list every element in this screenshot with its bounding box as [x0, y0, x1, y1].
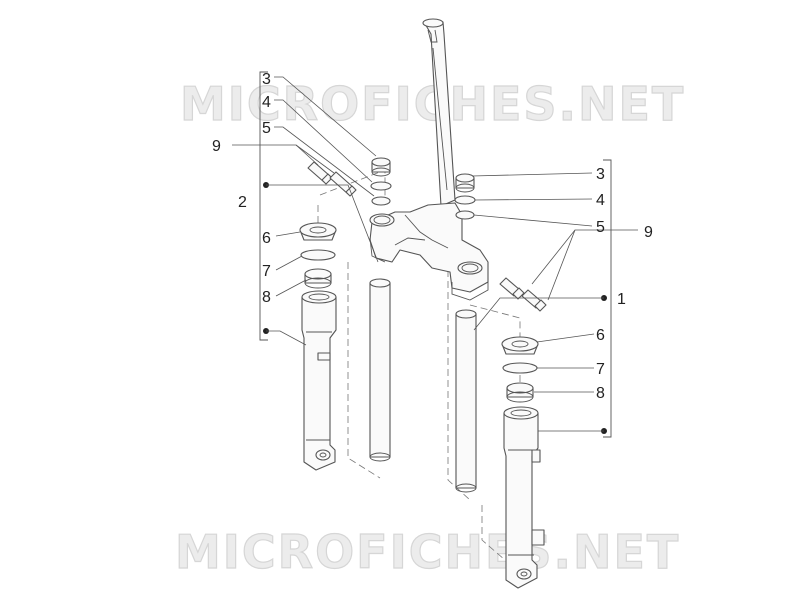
right-seal-bushing-set — [501, 336, 539, 403]
watermark-top: MICROFICHES.NET — [180, 77, 685, 131]
callout-right-7: 7 — [596, 361, 605, 378]
callout-right-3: 3 — [596, 166, 605, 183]
callout-left-9: 9 — [212, 138, 221, 155]
left-dust-seal-ring-set — [370, 157, 392, 206]
callout-left-2: 2 — [238, 194, 247, 211]
callout-right-8: 8 — [596, 385, 605, 402]
right-fork-tube — [455, 309, 477, 493]
callout-right-9: 9 — [644, 224, 653, 241]
right-callouts: 3 4 5 9 1 6 7 8 — [596, 166, 653, 402]
callout-right-5: 5 — [596, 219, 605, 236]
right-clamp-bolts — [499, 277, 547, 312]
right-dust-seal-ring-set — [454, 173, 476, 220]
callout-left-3: 3 — [262, 71, 271, 88]
left-clamp-bolts — [307, 161, 357, 197]
callout-left-7: 7 — [262, 263, 271, 280]
left-fork-slider — [301, 290, 337, 471]
right-fork-slider — [503, 406, 545, 589]
triple-clamp — [369, 202, 489, 301]
callout-right-6: 6 — [596, 327, 605, 344]
callout-left-5: 5 — [262, 120, 271, 137]
callout-right-4: 4 — [596, 192, 605, 209]
left-fork-tube — [369, 278, 391, 462]
left-seal-bushing-set — [299, 222, 337, 289]
callout-left-8: 8 — [262, 289, 271, 306]
callout-right-1: 1 — [617, 291, 626, 308]
left-callouts: 3 4 5 9 2 6 7 8 — [212, 71, 271, 306]
callout-left-4: 4 — [262, 94, 271, 111]
watermark-bottom: MICROFICHES.NET — [175, 525, 680, 579]
callout-left-6: 6 — [262, 230, 271, 247]
leader-lines — [232, 76, 638, 432]
